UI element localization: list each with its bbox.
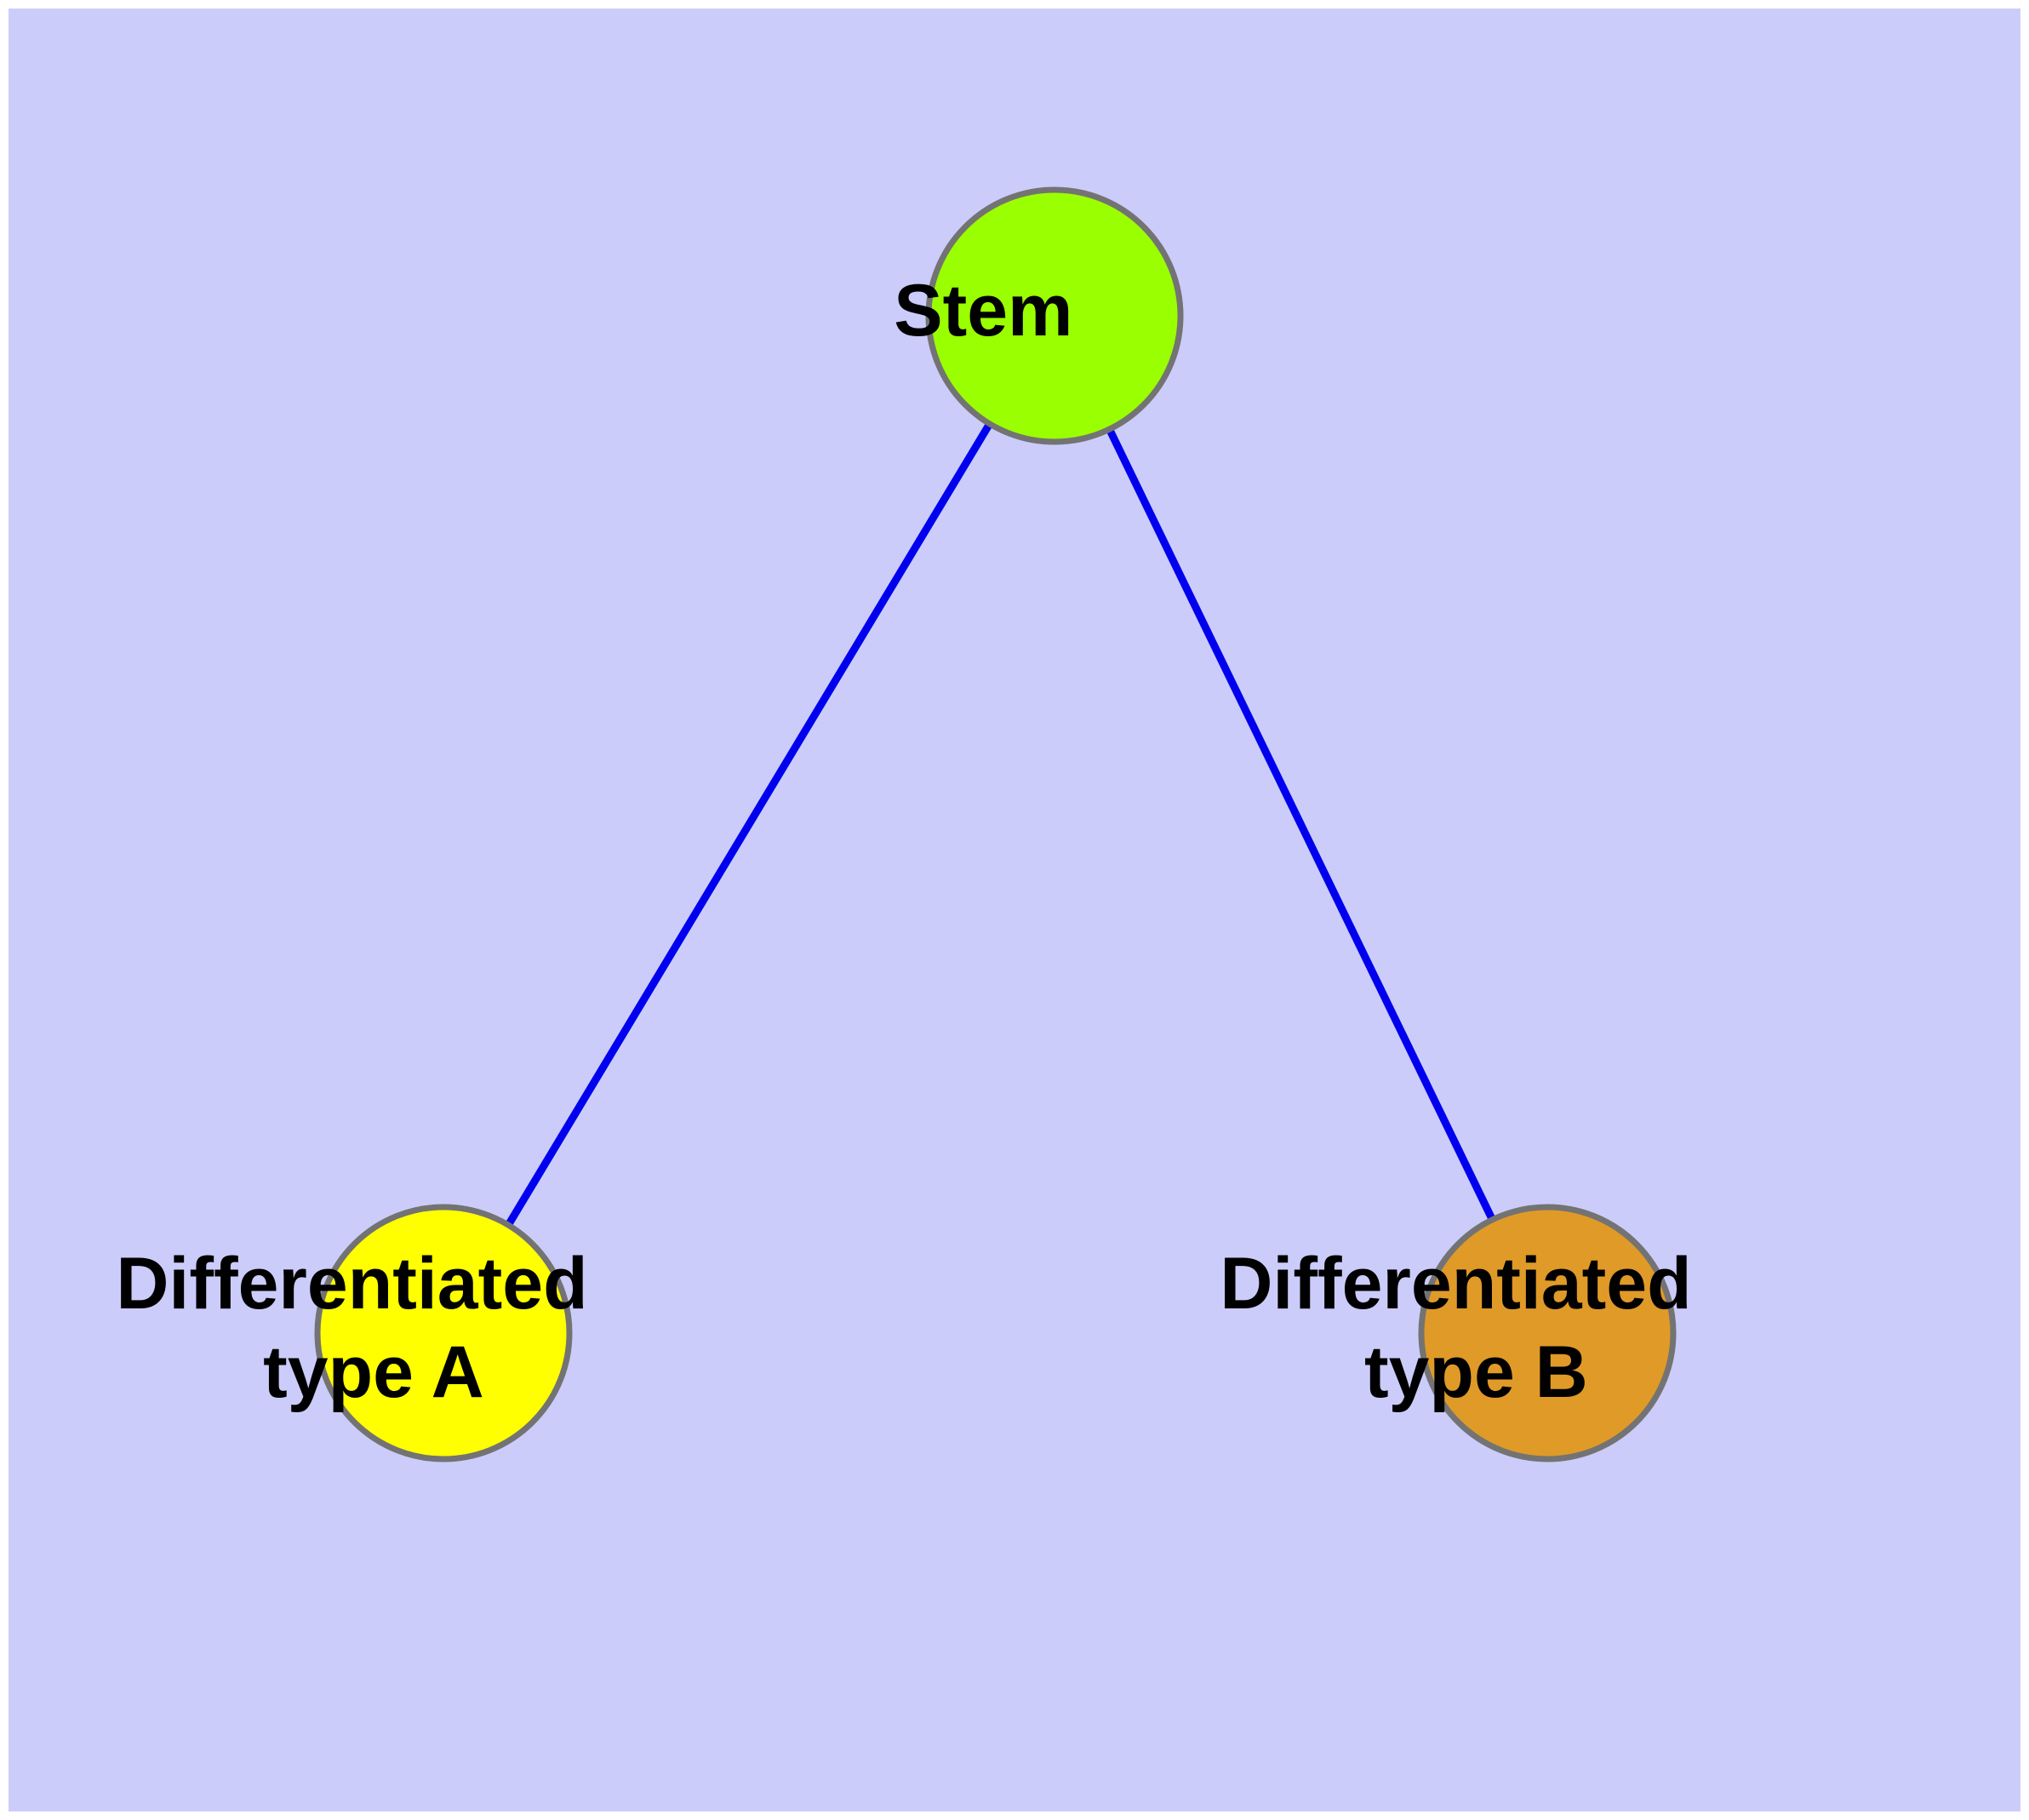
node-differentiated-type-b-label-line-1: Differentiated [1220, 1243, 1691, 1325]
node-differentiated-type-b-label-line-2: type B [1364, 1331, 1588, 1413]
node-differentiated-type-b[interactable] [1418, 1204, 1677, 1462]
edge-stem-to-differentiated-type-a[interactable] [506, 423, 992, 1226]
edge-stem-to-differentiated-type-b[interactable] [1106, 429, 1495, 1220]
node-differentiated-type-b-circle[interactable] [1418, 1204, 1677, 1462]
node-differentiated-type-a-label: Differentiated type A [116, 1243, 770, 1413]
node-stem-circle[interactable] [925, 186, 1184, 445]
labels-group: Stem Differentiated type A Differentiate… [116, 270, 1874, 1413]
node-stem-label-line-1: Stem [894, 270, 1072, 352]
node-differentiated-type-a-circle[interactable] [314, 1204, 573, 1462]
node-differentiated-type-a[interactable] [314, 1204, 573, 1462]
node-differentiated-type-a-label-line-1: Differentiated [116, 1243, 587, 1325]
edges-group [506, 423, 1495, 1226]
nodes-group [314, 186, 1677, 1462]
node-stem-label: Stem [894, 270, 1215, 352]
node-stem[interactable] [925, 186, 1184, 445]
node-differentiated-type-b-label: Differentiated type B [1220, 1243, 1874, 1413]
node-differentiated-type-a-label-line-2: type A [263, 1331, 483, 1413]
